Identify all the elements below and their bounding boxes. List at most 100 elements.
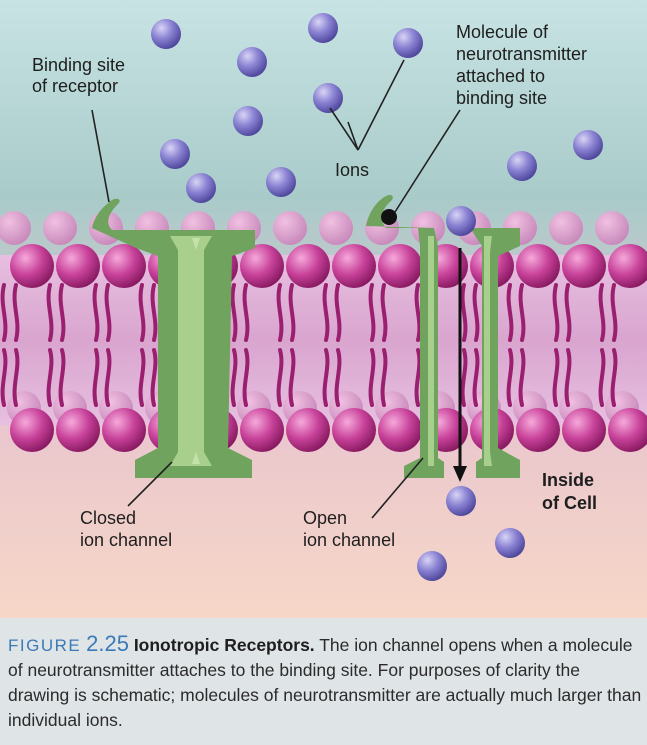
lipid-tail [322, 283, 330, 342]
lipid-tail [552, 348, 560, 407]
leader-lines [91, 59, 461, 519]
caption-text: The ion channel opens when a molecule of… [8, 635, 642, 730]
lipid-tail [92, 348, 100, 407]
lipid-tail [322, 348, 330, 407]
caption-figure-number: 2.25 [86, 631, 129, 656]
lipid-tail [230, 283, 238, 342]
ion [237, 47, 267, 77]
ion [266, 167, 296, 197]
lipid-tail [46, 348, 54, 407]
lipid-tail [230, 348, 238, 407]
lipid-tail [414, 348, 422, 407]
closed-ion-channel [92, 198, 255, 478]
lipid-head [562, 244, 606, 288]
lipid-tail [150, 283, 158, 342]
lipid-tail [288, 283, 296, 342]
lipid-head-back [319, 211, 353, 245]
lipid-tail [518, 283, 526, 342]
lipid-head-back [43, 211, 77, 245]
open-ion-channel [366, 194, 520, 478]
lipid-tail [276, 348, 284, 407]
lipid-tail [472, 348, 480, 407]
lipid-tail [12, 348, 20, 407]
lipid-tail [58, 283, 66, 342]
ion [446, 206, 476, 236]
figure-caption: FIGURE 2.25 Ionotropic Receptors. The io… [8, 631, 644, 733]
molecule-label: Molecule of neurotransmitter attached to… [456, 22, 592, 108]
lipid-head [608, 244, 647, 288]
lipid-tail [460, 283, 468, 342]
lipid-tail [610, 348, 618, 407]
lipid-head [10, 408, 54, 452]
lipid-tail [552, 283, 560, 342]
lipid-tail [138, 283, 146, 342]
lipid-head [332, 244, 376, 288]
lipid-tail [104, 283, 112, 342]
closed-channel-label: Closed ion channel [80, 508, 172, 550]
ion [495, 528, 525, 558]
lipid-tail [598, 283, 606, 342]
ion [233, 106, 263, 136]
lipid-tail [92, 283, 100, 342]
lipid-tail [0, 348, 8, 407]
ion [160, 139, 190, 169]
ion-flow-arrow [453, 248, 467, 482]
lipid-tail [598, 348, 606, 407]
lipid-tail [276, 283, 284, 342]
lipid-tail [150, 348, 158, 407]
lipid-head [102, 244, 146, 288]
lipid-tail [334, 348, 342, 407]
caption-title: Ionotropic Receptors. [133, 635, 315, 655]
lipid-tail [380, 283, 388, 342]
inside-cell-label: Inside of Cell [542, 470, 599, 513]
ionotropic-receptor-diagram: Binding site of receptor Molecule of neu… [0, 0, 647, 618]
lipid-head [516, 244, 560, 288]
lipid-tail [564, 283, 572, 342]
lipid-head [378, 408, 422, 452]
lipid-head [378, 244, 422, 288]
lipid-tail [506, 348, 514, 407]
lipid-head-back [549, 211, 583, 245]
lipid-head [332, 408, 376, 452]
lipid-head [286, 244, 330, 288]
lipid-tail [610, 283, 618, 342]
ion [393, 28, 423, 58]
lipid-tail [288, 348, 296, 407]
lipid-head [56, 408, 100, 452]
ion-group [151, 13, 603, 581]
ion [446, 486, 476, 516]
lipid-head-back [0, 211, 31, 245]
ion [417, 551, 447, 581]
lipid-tail [0, 283, 8, 342]
lipid-head [240, 408, 284, 452]
lipid-head [562, 408, 606, 452]
ion [151, 19, 181, 49]
lipid-head [10, 244, 54, 288]
lipid-head [286, 408, 330, 452]
lipid-head [608, 408, 647, 452]
lipid-tail [242, 283, 250, 342]
lipid-tail [138, 348, 146, 407]
ions-label: Ions [335, 160, 369, 180]
lipid-head [102, 408, 146, 452]
lipid-tail [506, 283, 514, 342]
lipid-tail [368, 348, 376, 407]
lipid-head [56, 244, 100, 288]
binding-site-label: Binding site of receptor [32, 55, 130, 96]
lipid-tail [518, 348, 526, 407]
ion [313, 83, 343, 113]
lipid-head [240, 244, 284, 288]
neurotransmitter-molecule [381, 209, 397, 225]
lipid-head [516, 408, 560, 452]
ion [507, 151, 537, 181]
lipid-tail [58, 348, 66, 407]
lipid-tail [46, 283, 54, 342]
lipid-tail [472, 283, 480, 342]
lipid-tail [414, 283, 422, 342]
lipid-tail [334, 283, 342, 342]
lipid-tail [12, 283, 20, 342]
caption-figure-word: FIGURE [8, 636, 82, 655]
lipid-tail [242, 348, 250, 407]
open-channel-label: Open ion channel [303, 508, 395, 550]
lipid-tail [104, 348, 112, 407]
